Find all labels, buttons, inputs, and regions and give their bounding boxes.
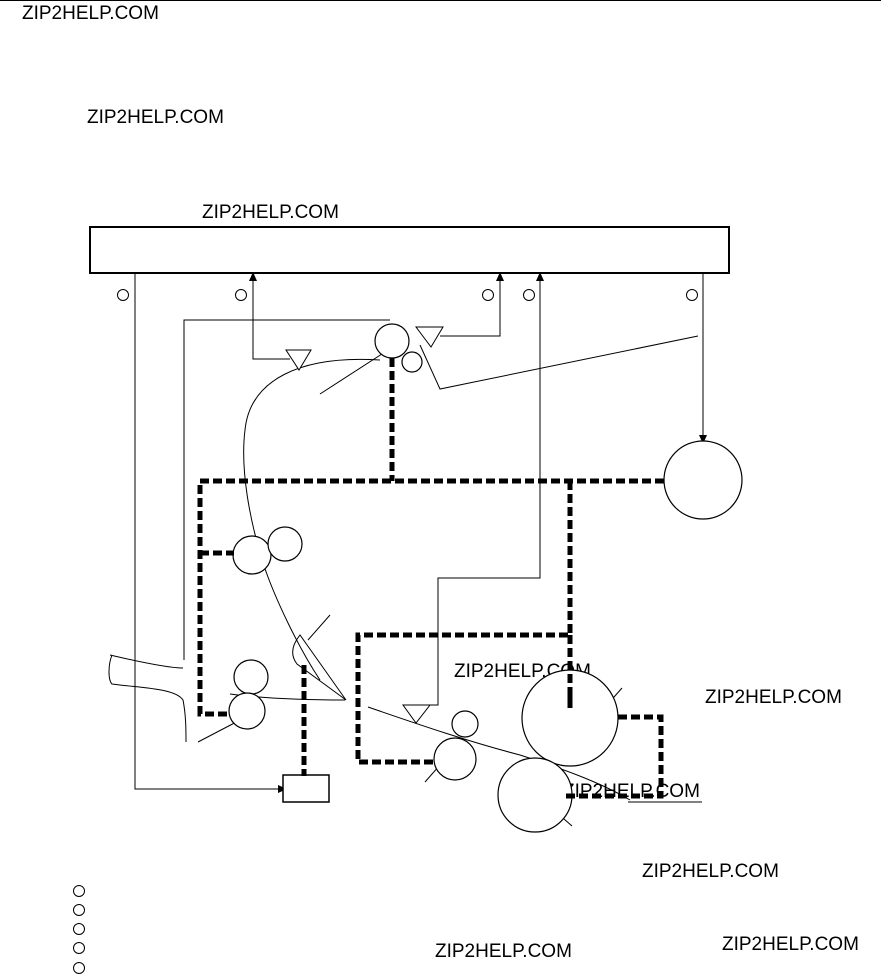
watermark: ZIP2HELP.COM — [87, 107, 224, 128]
watermark: ZIP2HELP.COM — [435, 941, 572, 962]
bottom-box — [282, 774, 330, 803]
watermark: ZIP2HELP.COM — [705, 687, 842, 708]
watermark: ZIP2HELP.COM — [722, 934, 859, 955]
watermark: ZIP2HELP.COM — [202, 202, 339, 223]
controller-box — [89, 226, 730, 274]
sensor-triangles — [285, 326, 444, 724]
legend-circles — [73, 885, 85, 974]
page-header-rule — [0, 0, 881, 1]
connector-circles — [117, 289, 698, 301]
watermark: ZIP2HELP.COM — [22, 3, 159, 24]
gate-flapper — [292, 634, 347, 701]
rollers — [228, 323, 743, 833]
drive-lines — [197, 358, 664, 799]
watermark: ZIP2HELP.COM — [642, 861, 779, 882]
